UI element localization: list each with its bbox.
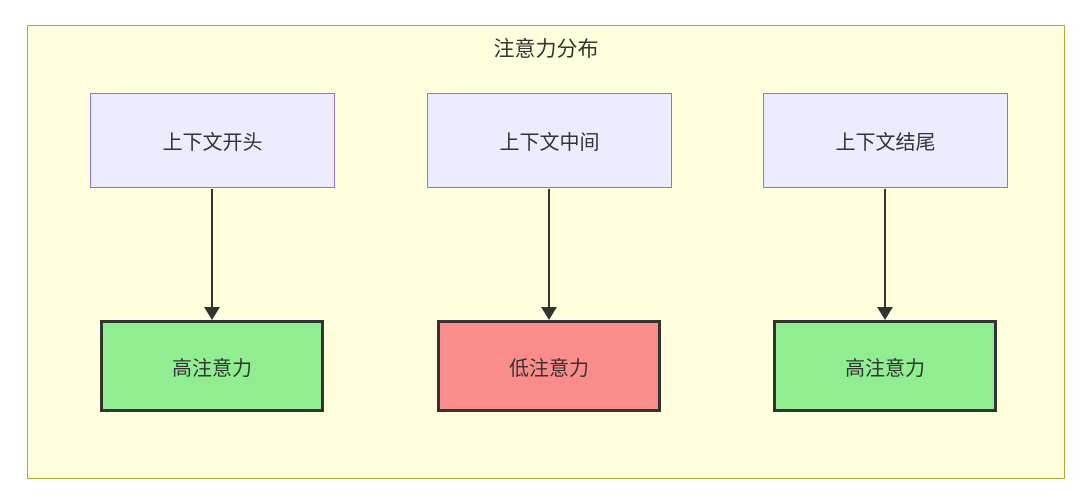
diagram-title: 注意力分布 xyxy=(493,38,599,61)
arrow-line xyxy=(211,189,213,309)
arrow-head-icon xyxy=(541,307,557,320)
source-node-label: 上下文结尾 xyxy=(835,132,936,154)
source-node-context-middle: 上下文中间 xyxy=(427,93,672,188)
source-node-context-end: 上下文结尾 xyxy=(763,93,1008,188)
source-node-context-beginning: 上下文开头 xyxy=(90,93,335,188)
source-node-label: 上下文中间 xyxy=(499,132,600,154)
result-node-label: 高注意力 xyxy=(845,357,925,380)
result-node-low-attention: 低注意力 xyxy=(437,320,661,412)
arrow-line xyxy=(884,189,886,309)
arrow-head-icon xyxy=(877,307,893,320)
result-node-high-attention-2: 高注意力 xyxy=(773,320,997,412)
result-node-label: 低注意力 xyxy=(509,357,589,380)
arrow-line xyxy=(548,189,550,309)
source-node-label: 上下文开头 xyxy=(162,132,263,154)
result-node-high-attention-1: 高注意力 xyxy=(100,320,324,412)
arrow-head-icon xyxy=(204,307,220,320)
result-node-label: 高注意力 xyxy=(172,357,252,380)
